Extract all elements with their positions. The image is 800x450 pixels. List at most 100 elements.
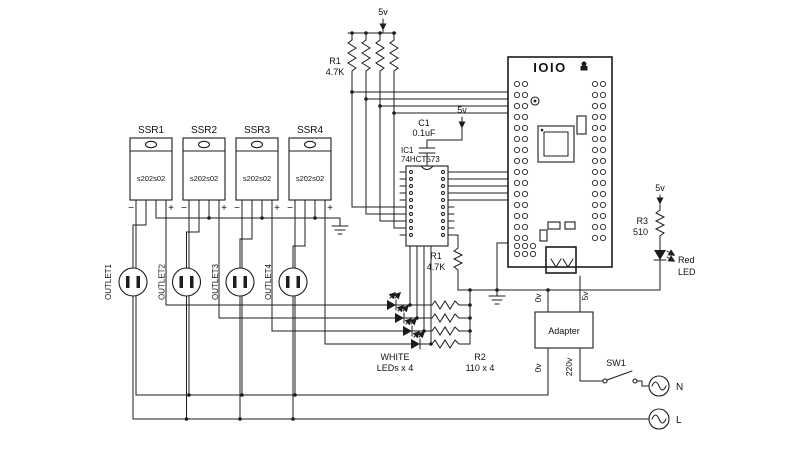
ioio-pin-hole [521,250,529,258]
outlet2-symbol [171,267,202,297]
ioio-pin-hole [529,250,537,258]
ioio-pin-hole [513,242,521,250]
resistor [431,300,471,310]
ic1-left-pins [399,171,407,236]
ioio-regulator [576,115,587,135]
ioio-pin1-dot [533,99,537,103]
r1-bottom-value: 4.7K [427,262,446,272]
ioio-board: IOIO [507,56,613,274]
red-led-label-2: LED [678,267,696,277]
outlet4-label: OUTLET4 [264,263,273,300]
adapter-0v-bottom-label: 0v [533,363,543,373]
wire-outlet-feed [132,212,306,269]
ssr4-label: SSR4 [297,125,324,136]
r3-ref: R3 [636,216,648,226]
wire [351,91,407,229]
r1-top-value: 4.7K [326,67,345,77]
ioio-logo-icon [581,61,587,67]
r2-value: 110 x 4 [466,363,495,373]
pullup-network: 5v R1 4.7K [326,7,509,229]
wire-led-lines [165,304,433,345]
indicator-led-lines: WHITE LEDs x 4 R2 110 x 4 [165,293,495,373]
wire-ic-outputs [409,245,432,345]
ssr1-minus: − [128,203,134,214]
ic1-notch [420,165,434,170]
ioio-title: IOIO [533,60,566,75]
r1-bottom-ref: R1 [430,251,442,261]
resistor [375,32,509,107]
wire [347,29,397,34]
red-led-icon [654,250,666,260]
ssr1-label: SSR1 [138,125,165,136]
ioio-logo-icon [580,66,588,71]
ioio-pin-holes [600,81,605,240]
ioio-pin-hole [513,250,521,258]
ac-source-neutral-icon [648,375,670,397]
adapter-220v-label: 220v [564,357,574,376]
outlet1-label: OUTLET1 [104,263,113,300]
white-leds-label-1: WHITE [381,352,410,362]
outlet4-symbol [278,267,308,297]
r3-value: 510 [633,227,648,237]
wire-ssr-control [165,212,326,345]
wire-ic-to-board [453,171,509,201]
ioio-smd-component [547,221,561,230]
ssr2-plus: + [221,203,227,214]
ssr3-plus: + [274,203,280,214]
sw1-contact [632,378,638,384]
white-led-icon [403,319,416,336]
ioio-outline [507,56,613,268]
wire-ssr-ground [155,212,349,235]
c1-5v-label: 5v [457,105,467,115]
wire [636,380,650,387]
ssr-wiring [135,212,349,396]
adapter-5v-label: 5v [580,291,590,301]
ioio-mcu-chip [537,125,575,163]
ssr-modules: SSR1 s202s02 − + SSR2 s202s02 − + SSR3 s… [128,125,333,214]
resistor [389,32,509,114]
outlets: OUTLET1 OUTLET2 OUTLET3 OUTLET4 [104,212,308,420]
ssr2-label: SSR2 [191,125,218,136]
resistor [452,234,464,291]
ioio-pin-holes [514,81,519,240]
ac-live-label: L [676,415,682,426]
adapter-0v-top-label: 0v [533,293,543,303]
r1-top-ref: R1 [329,56,341,66]
resistor [431,326,471,336]
r3-redled-branch: 5v R3 510 Red LED [633,183,696,291]
c1-ref: C1 [418,118,430,128]
r1-bottom-resistor: R1 4.7K [427,234,464,291]
ssr3-label: SSR3 [244,125,271,136]
ssr2-part: s202s02 [190,174,218,183]
wire-adapter-ac [135,347,604,396]
white-led-icon [411,332,424,349]
junction-dots [184,31,550,421]
ssr4-minus: − [287,203,293,214]
led-emission-arrow-icon [666,249,676,256]
r2-ref: R2 [474,352,486,362]
supply-5v-label: 5v [378,7,388,17]
outlet3-label: OUTLET3 [211,263,220,300]
ic1-ref: IC1 [401,146,414,155]
c1-capacitor: 5v C1 0.1uF [412,105,467,167]
ic1-right-pins [447,171,455,236]
ioio-pin-holes [592,81,597,240]
led-emission-arrow-icon [666,255,676,262]
adapter-label: Adapter [548,326,580,336]
wire-outlet-return [132,295,294,420]
ioio-pin-holes [522,81,527,240]
outlet3-symbol [225,267,255,297]
ioio-pin-hole [529,242,537,250]
wire-adapter-dc [547,275,581,313]
resistor [361,32,509,100]
white-led-icon [387,293,400,310]
ssr4-plus: + [327,203,333,214]
r3-5v-label: 5v [655,183,665,193]
ioio-pin-hole [521,242,529,250]
ssr3-part: s202s02 [243,174,271,183]
ic1-part: 74HCT573 [401,155,440,164]
sw1-blade [606,370,633,381]
wire-mains [135,212,296,396]
